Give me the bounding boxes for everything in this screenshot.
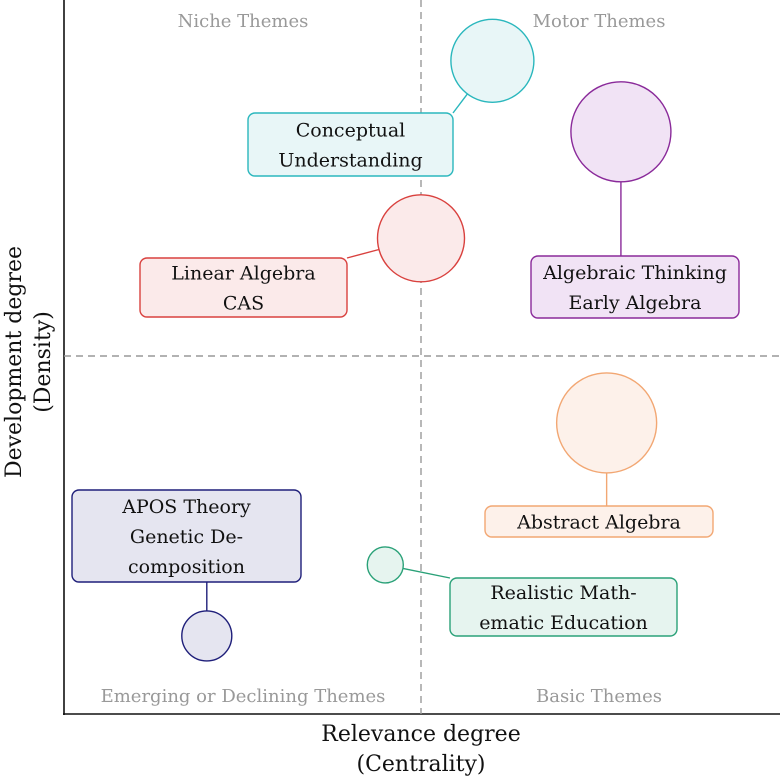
quadrant-label-emerging-declining-themes: Emerging or Declining Themes — [101, 686, 386, 707]
theme-bubble — [181, 610, 233, 662]
theme-label-box — [247, 112, 454, 177]
theme-connector-line — [346, 248, 380, 259]
theme-bubble — [450, 18, 535, 103]
theme-bubble — [555, 372, 658, 474]
quadrant-label-niche-themes: Niche Themes — [178, 11, 309, 32]
theme-label-text: Realistic Math- — [490, 582, 636, 604]
theme-connector-line — [452, 93, 468, 114]
theme-connector-line — [402, 567, 451, 579]
theme-label-text: APOS Theory — [121, 496, 251, 518]
theme-label-box — [530, 255, 740, 319]
theme-label-text: composition — [128, 556, 245, 578]
theme-label-box — [139, 257, 348, 318]
theme-label-box — [71, 489, 302, 583]
theme-bubble — [366, 546, 404, 584]
theme-label-text: Genetic De- — [130, 526, 243, 548]
x-axis-title-line-2: (Centrality) — [356, 752, 485, 777]
y-axis-title-line-2: (Density) — [31, 311, 56, 413]
theme-bubble — [570, 81, 672, 183]
y-axis-title-line-1: Development degree — [2, 246, 27, 478]
quadrant-label-basic-themes: Basic Themes — [536, 686, 662, 707]
theme-bubble — [376, 194, 466, 283]
theme-label-text: Algebraic Thinking — [542, 262, 727, 284]
theme-label-box — [449, 577, 678, 637]
theme-label-text: Conceptual — [296, 120, 406, 142]
theme-label-text: CAS — [223, 293, 264, 315]
theme-group: Abstract Algebra — [484, 372, 714, 538]
quadrant-label-motor-themes: Motor Themes — [533, 11, 666, 32]
theme-label-text: Abstract Algebra — [516, 512, 681, 534]
x-axis-title-line-1: Relevance degree — [321, 722, 520, 747]
theme-label-text: Understanding — [278, 150, 422, 172]
theme-label-box — [484, 505, 714, 538]
theme-group: Realistic Math-ematic Education — [366, 546, 678, 637]
theme-label-text: Early Algebra — [569, 292, 702, 314]
theme-label-text: ematic Education — [479, 612, 648, 634]
theme-label-text: Linear Algebra — [171, 263, 315, 285]
